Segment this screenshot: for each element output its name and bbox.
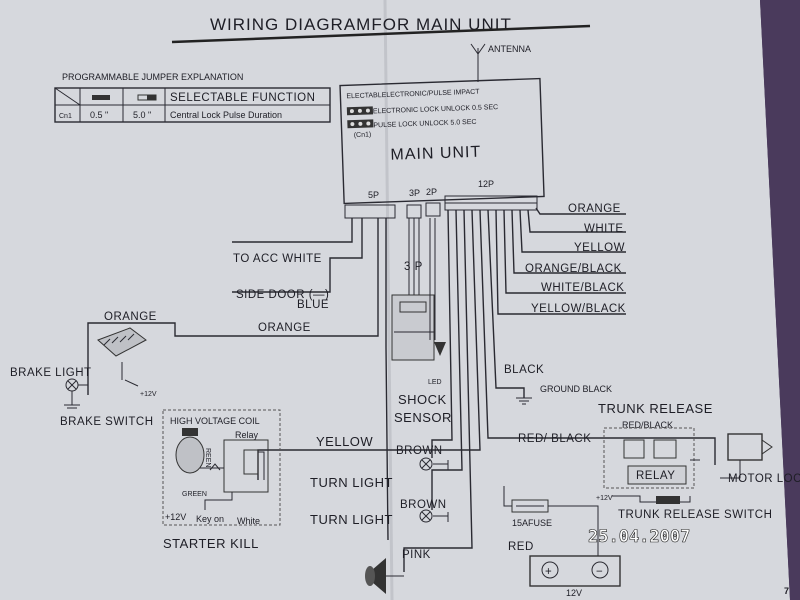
starter-plus12-label: +12V	[165, 512, 186, 522]
page-fold	[383, 0, 394, 600]
main-unit-box	[339, 77, 545, 205]
brown-label-2: BROWN	[400, 499, 447, 511]
wire-label-white-black: WHITE/BLACK	[541, 282, 624, 294]
main-unit-line1: ELECTABLELECTRONIC/PULSE IMPACT	[346, 89, 480, 101]
red-black-label: RED/BLACK	[622, 420, 673, 430]
wire-label-yellow: YELLOW	[574, 242, 625, 254]
background-cloth	[760, 0, 800, 600]
coil-label: HIGH VOLTAGE COIL	[170, 416, 260, 426]
wire-label-white: WHITE	[584, 223, 624, 235]
fuse-label: 15AFUSE	[512, 518, 552, 528]
wire-label-orange: ORANGE	[568, 203, 621, 215]
starter-kill-label: STARTER KILL	[163, 536, 259, 551]
jumper-col-header: SELECTABLE FUNCTION	[170, 92, 315, 104]
brake-switch-icon	[97, 327, 147, 387]
fuse-icon	[503, 486, 599, 556]
trunk-switch-label: TRUNK RELEASE SWITCH	[618, 509, 772, 521]
ground-black-label: GROUND BLACK	[540, 384, 612, 394]
trunk-relay-label: RELAY	[636, 470, 675, 482]
brown-label-1: BROWN	[396, 445, 443, 457]
connector-blocks	[344, 195, 538, 219]
wires-12p	[495, 207, 626, 315]
yellow-wire-label: YELLOW	[316, 434, 373, 449]
jumper-pins-icon	[346, 106, 374, 129]
shock-sensor-3p-label: 3 P	[404, 261, 423, 273]
turn-light-label-1: TURN LIGHT	[310, 475, 393, 490]
reen-label: REEN	[204, 448, 211, 467]
motor-lock-icon	[720, 433, 773, 479]
sensor-label: SENSOR	[394, 410, 452, 425]
connector-12p-label: 12P	[478, 179, 494, 189]
main-unit-cn1: (Cn1)	[354, 131, 372, 139]
turn-light-icon	[419, 457, 449, 471]
connector-2p-label: 2P	[426, 187, 437, 197]
main-unit-line3: PULSE LOCK UNLOCK 5.0 SEC	[373, 119, 476, 130]
wire-label-yellow-black: YELLOW/BLACK	[531, 303, 626, 315]
turn-light-icon	[419, 509, 449, 523]
trunk-relay-box	[603, 427, 700, 489]
motor-lock-label: MOTOR LOCK	[728, 473, 800, 485]
orange-top-label: ORANGE	[104, 311, 157, 323]
shock-sensor-icon	[391, 218, 446, 361]
side-door-label: SIDE DOOR (—)	[236, 289, 329, 301]
brake-light-label: BRAKE LIGHT	[10, 367, 92, 379]
battery-label: 12V	[566, 588, 582, 598]
shock-label: SHOCK	[398, 392, 447, 407]
green-label: GREEN	[182, 491, 207, 498]
trunk-plus12-label: +12V	[596, 495, 613, 502]
led-label: LED	[428, 379, 442, 386]
wire-label-orange-black: ORANGE/BLACK	[525, 263, 622, 275]
turn-light-label-2: TURN LIGHT	[310, 512, 393, 527]
trunk-switch-icon	[612, 495, 691, 504]
key-on-label: Key on	[196, 514, 224, 524]
pink-label: PINK	[402, 549, 431, 561]
jumper-heading: PROGRAMMABLE JUMPER EXPLANATION	[62, 72, 243, 82]
trunk-release-label: TRUNK RELEASE	[598, 401, 713, 416]
brake-plus12-label: +12V	[140, 391, 157, 398]
main-unit-label: MAIN UNIT	[390, 144, 481, 164]
connector-3p-label: 3P	[409, 188, 420, 198]
orange-label: ORANGE	[258, 322, 311, 334]
battery-plus-label: +	[545, 566, 552, 578]
antenna-icon	[470, 43, 486, 82]
jumper-value-a: 0.5 "	[90, 110, 108, 120]
relay-label: Relay	[235, 430, 259, 440]
date-stamp: 25.04.2007	[588, 527, 690, 547]
page-number: 7	[784, 586, 789, 596]
title-underline	[171, 24, 591, 44]
wires-5p	[87, 218, 389, 541]
brake-switch-label: BRAKE SWITCH	[60, 416, 154, 428]
battery-minus-label: −	[596, 566, 603, 578]
battery-icon	[529, 555, 621, 587]
main-unit-line2: ELECTRONIC LOCK UNLOCK 0.5 SEC	[373, 104, 498, 115]
red-wire-label: RED	[508, 541, 534, 553]
red-black-wire-label: RED/ BLACK	[518, 433, 591, 445]
diagram-title: WIRING DIAGRAMFOR MAIN UNIT	[210, 15, 512, 34]
jumper-row-label: Cn1	[59, 113, 72, 120]
connector-5p-label: 5P	[368, 190, 379, 200]
jumper-function: Central Lock Pulse Duration	[170, 110, 282, 120]
jumper-table	[54, 87, 331, 123]
ground-icon	[516, 397, 532, 405]
jumper-value-b: 5.0 "	[133, 110, 151, 120]
starter-kill-box	[162, 409, 281, 526]
blue-label: BLUE	[297, 299, 329, 311]
white-label: White	[237, 516, 260, 526]
acc-label: TO ACC WHITE	[233, 253, 322, 265]
black-label: BLACK	[504, 364, 544, 376]
brake-light-icon	[64, 378, 88, 409]
antenna-label: ANTENNA	[488, 44, 531, 54]
siren-icon	[365, 558, 404, 594]
